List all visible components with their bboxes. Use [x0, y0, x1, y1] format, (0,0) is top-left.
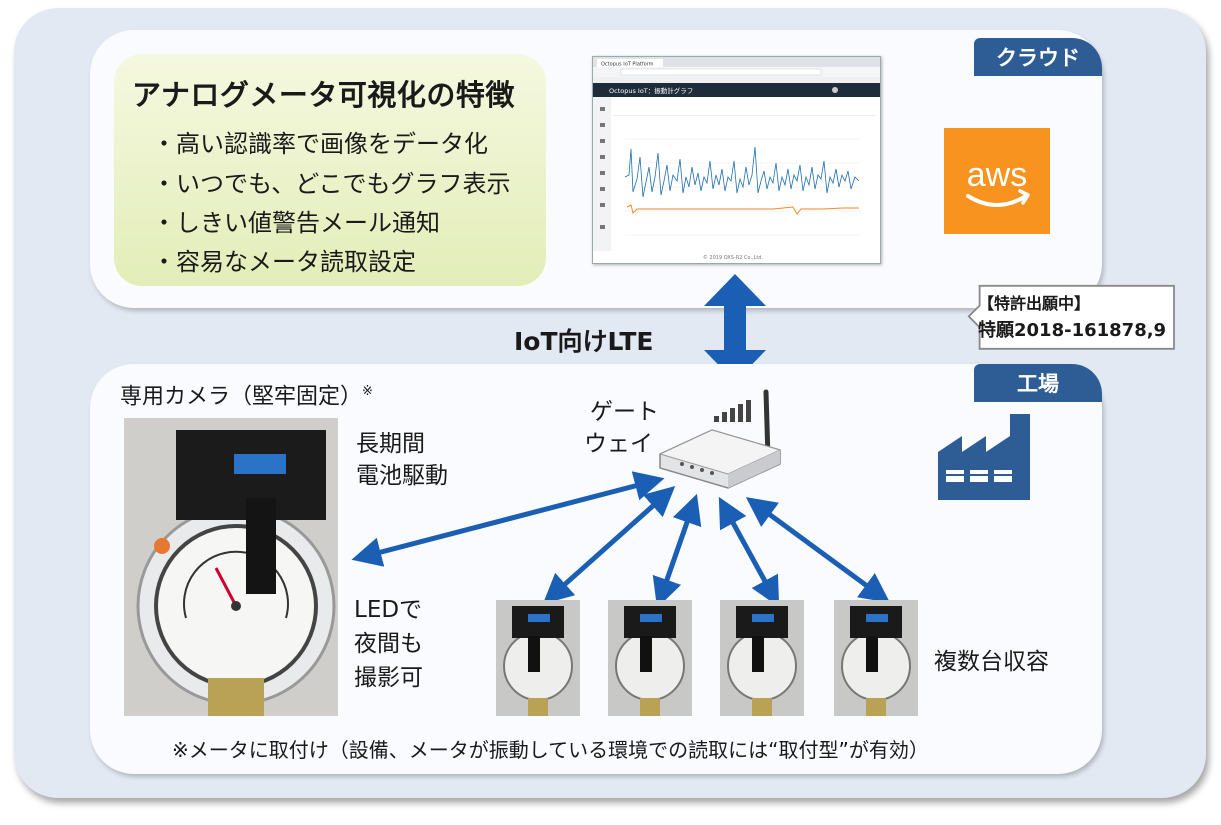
footnote: ※メータに取付け（設備、メータが振動している環境での読取には“取付型”が有効）	[172, 738, 929, 762]
patent-callout	[967, 284, 1175, 350]
lte-label: IoT向けLTE	[514, 327, 654, 356]
factory-icon	[938, 414, 1030, 500]
feature-title: アナログメータ可視化の特徴	[132, 78, 515, 112]
feature-item: ・容易なメータ読取設定	[152, 248, 416, 276]
gateway-router-icon	[658, 389, 782, 489]
patent-number: 特願2018-161878,9	[978, 320, 1167, 341]
feature-item: ・しきい値警告メール通知	[152, 209, 440, 237]
arrow-meter-2	[652, 493, 702, 609]
arrow-meter-1	[542, 486, 676, 604]
connection-arrows	[351, 471, 891, 609]
lte-double-arrow	[704, 274, 766, 382]
camera-photo	[124, 418, 338, 716]
dashboard-app-title: Octopus IoT：振動計グラフ	[609, 86, 693, 95]
patent-status: 【特許出願中】	[978, 294, 1091, 313]
aws-logo-text: aws	[967, 156, 1027, 194]
factory-tab: 工場	[974, 364, 1102, 402]
meter-photo-1	[496, 600, 580, 716]
led-label-line2: 夜間も	[354, 631, 423, 657]
battery-label-line1: 長期間	[356, 431, 425, 457]
gateway-label-line2: ウェイ	[584, 431, 653, 457]
led-label-line3: 撮影可	[354, 665, 423, 691]
feature-item: ・いつでも、どこでもグラフ表示	[152, 170, 511, 198]
feature-item: ・高い認識率で画像をデータ化	[152, 130, 488, 158]
dashboard-screenshot: Octopus IoT Platform Octopus IoT：振動計グラフ …	[592, 56, 881, 264]
browser-tab-title: Octopus IoT Platform	[601, 62, 654, 68]
meter-photo-4	[834, 600, 918, 716]
gateway-label-line1: ゲート	[590, 399, 659, 425]
meter-photo-3	[720, 600, 804, 716]
meter-photo-2	[608, 600, 692, 716]
led-label-line1: LEDで	[354, 597, 423, 623]
feature-box	[114, 54, 546, 286]
cloud-tab: クラウド	[974, 38, 1102, 76]
arrow-meter-4	[745, 497, 891, 603]
aws-logo: aws	[944, 128, 1050, 234]
arrow-meter-3	[718, 496, 780, 608]
dashboard-graphic: Octopus IoT Platform Octopus IoT：振動計グラフ …	[593, 57, 880, 261]
multi-device-label: 複数台収容	[934, 649, 1049, 675]
factory-tab-label: 工場	[1017, 372, 1059, 396]
camera-label: 専用カメラ（堅牢固定）※	[120, 384, 373, 410]
cloud-tab-label: クラウド	[996, 46, 1080, 70]
dashboard-footer: © 2019 OXS-R2 Co.,Ltd.	[703, 254, 764, 261]
